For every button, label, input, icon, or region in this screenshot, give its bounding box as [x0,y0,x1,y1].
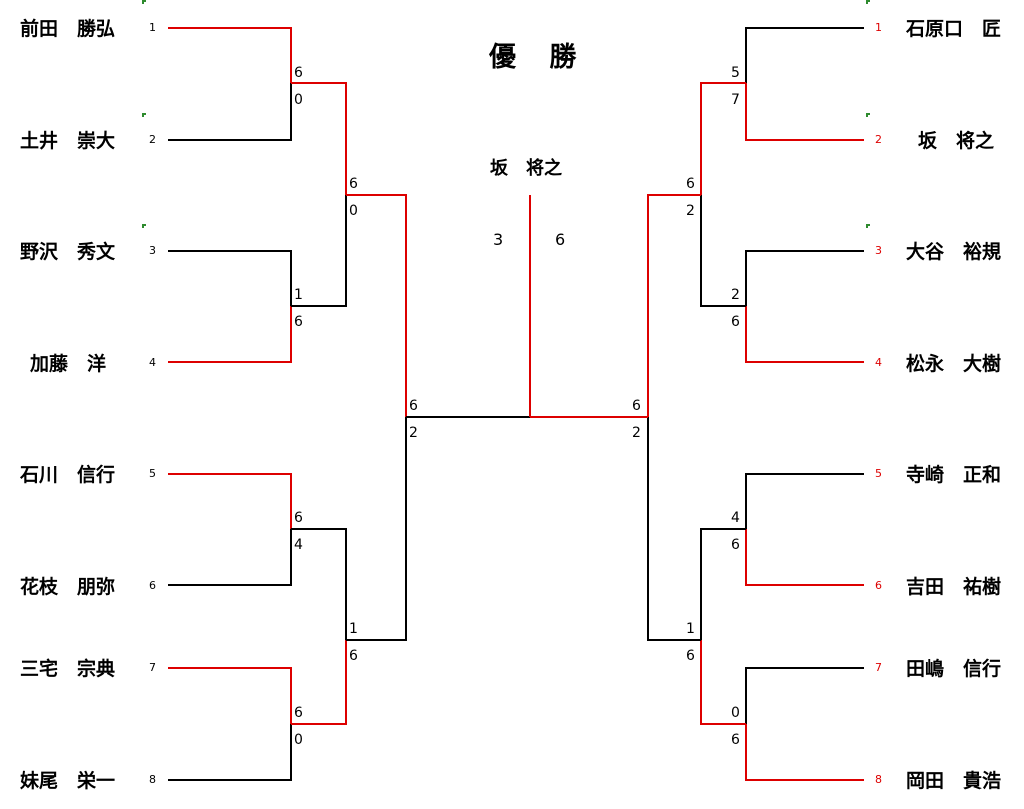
left-seed-number: 6 [149,579,156,592]
bracket-line [291,195,347,307]
bracket-line [168,83,292,141]
match-score-top: 6 [294,65,303,81]
match-score-bottom: 4 [294,537,303,553]
match-score-top: 6 [409,398,418,414]
left-player-name: 土井 崇大 [20,130,116,152]
right-player-name: 松永 大樹 [906,353,1002,375]
bracket-line [647,194,701,417]
match-score-bottom: 6 [294,314,303,330]
final-score-left: 3 [493,230,504,249]
champion-title: 優 勝 [489,42,589,73]
bracket-line [745,83,864,141]
left-seed-number: 5 [149,467,156,480]
bracket-line [291,640,347,725]
comment-marker-icon [142,224,146,228]
left-seed-number: 1 [149,21,156,34]
right-seed-number: 2 [875,133,882,146]
left-player-name: 妹尾 栄一 [20,770,116,792]
bracket-line [700,640,746,725]
match-score-bottom: 6 [349,648,358,664]
left-player-name: 石川 信行 [20,464,116,486]
bracket-line [745,473,864,529]
bracket-line [346,194,407,417]
match-score-bottom: 2 [632,425,641,441]
right-seed-number: 3 [875,244,882,257]
left-seed-number: 8 [149,773,156,786]
left-seed-number: 3 [149,244,156,257]
match-score-top: 2 [731,287,740,303]
match-score-top: 0 [731,705,740,721]
bracket-line [291,528,347,640]
match-score-top: 6 [686,176,695,192]
bracket-line [168,27,292,83]
left-player-name: 加藤 洋 [30,353,107,375]
bracket-line [700,195,746,307]
match-score-bottom: 6 [731,537,740,553]
match-score-top: 6 [294,705,303,721]
right-player-name: 寺崎 正和 [906,464,1002,486]
left-seed-number: 4 [149,356,156,369]
bracket-line [745,724,864,781]
bracket-line [647,417,701,641]
bracket-line [168,667,292,724]
bracket-line [168,306,292,363]
match-score-bottom: 0 [349,203,358,219]
match-score-bottom: 0 [294,732,303,748]
match-score-top: 1 [686,621,695,637]
match-score-top: 5 [731,65,740,81]
right-seed-number: 6 [875,579,882,592]
bracket-line [168,250,292,306]
bracket-line [745,529,864,586]
right-seed-number: 5 [875,467,882,480]
match-score-bottom: 2 [686,203,695,219]
right-player-name: 大谷 裕規 [906,241,1002,263]
match-score-bottom: 7 [731,92,740,108]
match-score-bottom: 6 [731,732,740,748]
bracket-line [745,306,864,363]
bracket-line [291,82,347,195]
left-player-name: 野沢 秀文 [20,241,116,263]
match-score-bottom: 6 [731,314,740,330]
comment-marker-icon [866,113,870,117]
left-player-name: 花枝 朋弥 [20,576,116,598]
left-seed-number: 7 [149,661,156,674]
right-seed-number: 4 [875,356,882,369]
right-player-name: 岡田 貴浩 [906,770,1002,792]
left-player-name: 前田 勝弘 [20,18,116,40]
match-score-top: 6 [349,176,358,192]
left-seed-number: 2 [149,133,156,146]
bracket-line [745,27,864,83]
right-player-name: 坂 将之 [918,130,995,152]
champion-name: 坂 将之 [490,158,562,179]
bracket-line [168,529,292,586]
bracket-line [700,82,746,195]
match-score-bottom: 6 [686,648,695,664]
match-score-top: 6 [294,510,303,526]
match-score-top: 1 [294,287,303,303]
left-player-name: 三宅 宗典 [20,658,116,680]
match-score-bottom: 2 [409,425,418,441]
match-score-top: 4 [731,510,740,526]
bracket-line [745,667,864,724]
match-score-top: 1 [349,621,358,637]
comment-marker-icon [866,0,870,4]
comment-marker-icon [142,113,146,117]
right-player-name: 石原口 匠 [906,18,1002,40]
right-seed-number: 1 [875,21,882,34]
right-seed-number: 7 [875,661,882,674]
right-seed-number: 8 [875,773,882,786]
right-player-name: 吉田 祐樹 [906,576,1002,598]
bracket-line [745,250,864,306]
match-score-top: 6 [632,398,641,414]
bracket-line [168,724,292,781]
comment-marker-icon [866,224,870,228]
bracket-line [700,528,746,640]
comment-marker-icon [142,0,146,4]
right-player-name: 田嶋 信行 [906,658,1002,680]
bracket-line [346,417,407,641]
bracket-line [168,473,292,529]
match-score-bottom: 0 [294,92,303,108]
final-score-right: 6 [555,230,566,249]
